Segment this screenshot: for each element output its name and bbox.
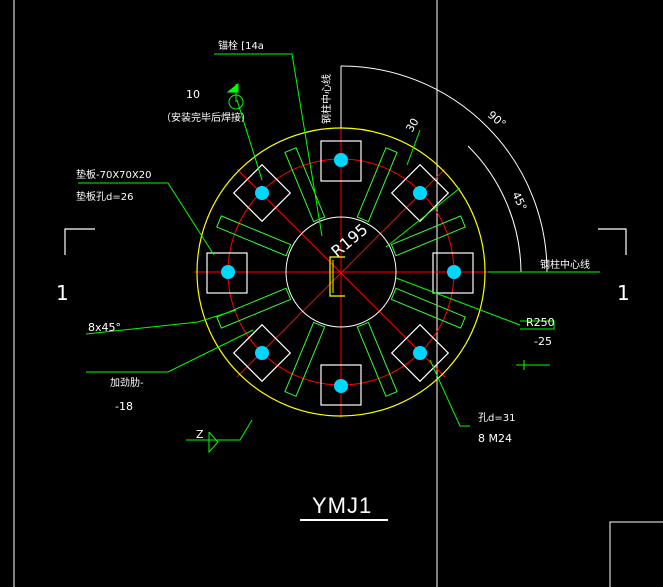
channel-section [329,256,345,297]
radius-250-label: R250 [526,316,555,329]
anchor-bolt-note: 锚栓 [14a [218,39,264,52]
weld-note: （安装完毕后焊接） [161,111,251,124]
bolt-spec-label: 8 M24 [478,432,512,445]
washer-note: 垫板-70X70X20 [76,168,151,181]
column-ring [285,216,397,328]
plate-thickness-label: -25 [534,335,552,348]
detail-flag [208,431,219,454]
anchor-bolts [221,153,461,393]
angle-dimension [340,65,548,273]
section-marker-left [64,228,95,255]
centerlines [194,128,488,418]
drawing-title: YMJ1 [312,493,372,518]
hole-diameter-label: 孔d=31 [478,412,515,424]
washer-plates [206,140,474,406]
stiffener-ribs [216,147,466,397]
washer-hole: 垫板孔d=26 [76,190,133,203]
column-axis-label-horizontal: 钢柱中心线 [540,258,590,271]
leader-lines [78,53,555,441]
tick-marks [516,360,550,370]
detail-label: Z [196,428,204,441]
weld-flag [226,82,244,110]
dimension-30: 30 [403,116,421,135]
angle-45-label: 45° [509,190,529,213]
radius-195-label: R195 [327,220,371,261]
section-label-left: 1 [56,281,69,305]
weld-number: 10 [186,88,200,101]
section-marker-right [598,228,627,255]
chamfer-note: 8x45° [88,321,121,334]
angle-90-label: 90° [485,108,508,130]
stiffener-note: 加劲肋- [110,376,144,389]
column-axis-label-vertical: 钢柱中心线 [320,74,333,124]
section-label-right: 1 [617,281,630,305]
stiffener-thickness: -18 [115,400,133,413]
